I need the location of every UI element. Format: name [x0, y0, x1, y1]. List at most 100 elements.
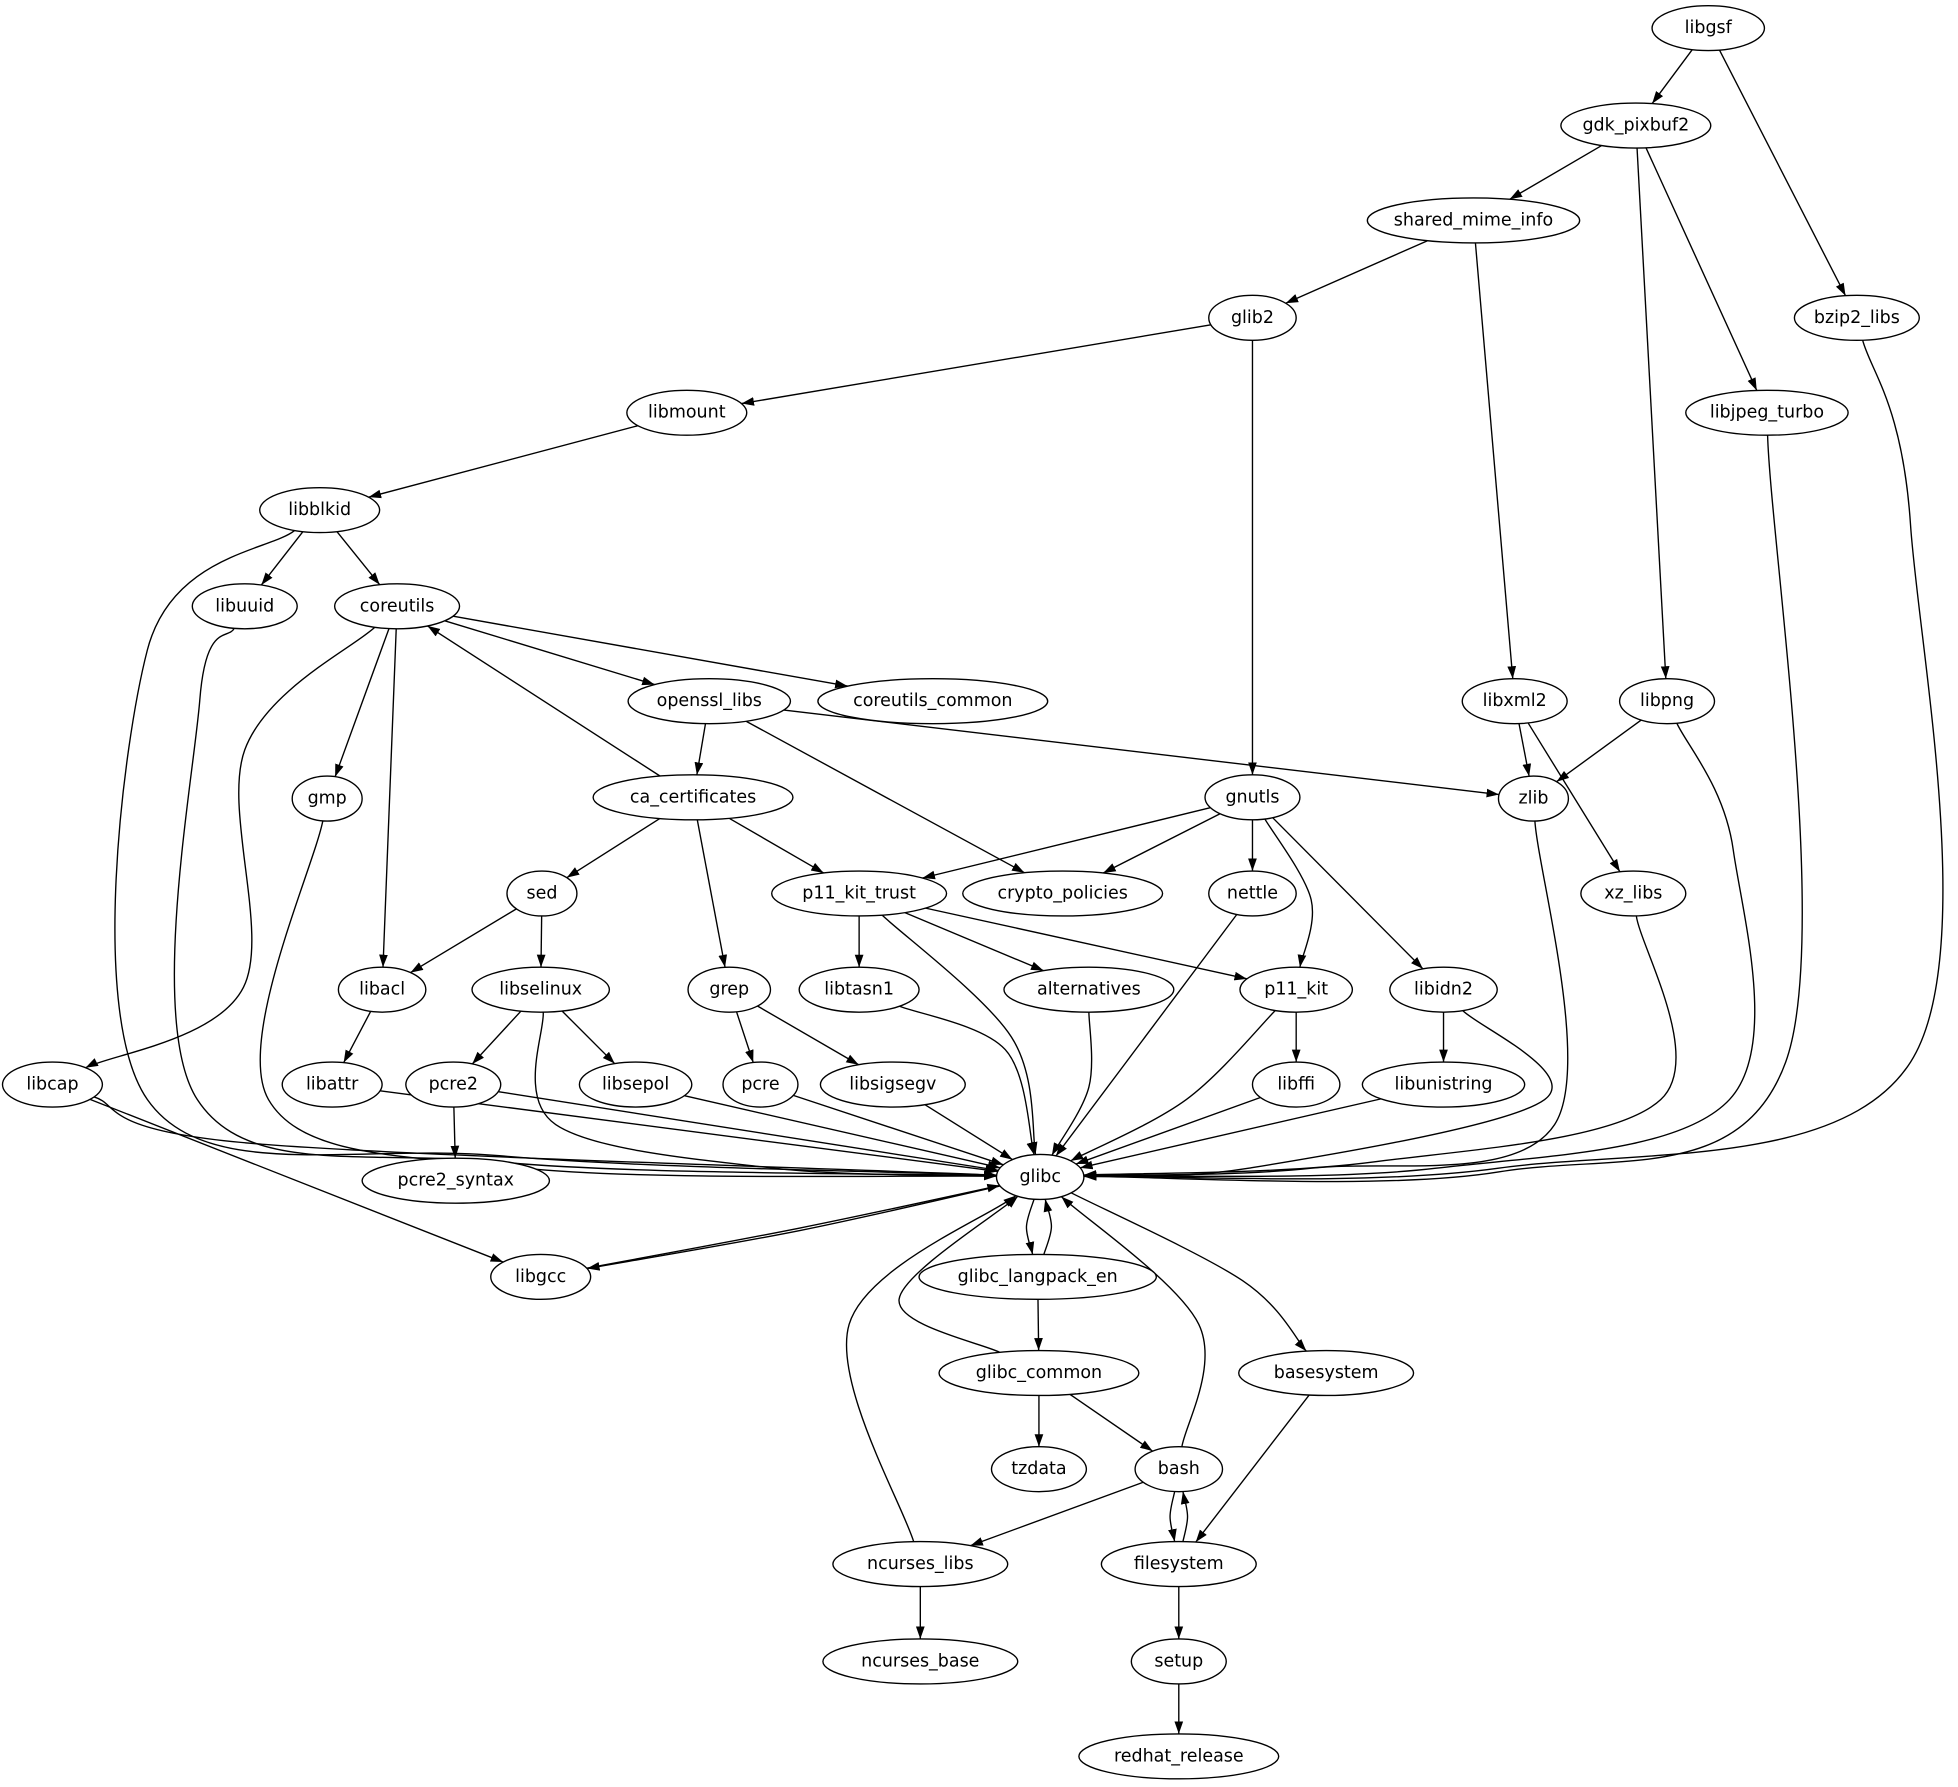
node-label: bzip2_libs: [1814, 308, 1900, 328]
edge-gmp-to-glibc: [259, 820, 997, 1181]
node-label: coreutils_common: [853, 691, 1012, 711]
node-label: xz_libs: [1604, 884, 1662, 904]
node-p11_kit_trust: p11_kit_trust: [771, 870, 948, 917]
node-ellipse: [627, 678, 792, 725]
edge-gnutls-to-p11_kit: [1264, 818, 1314, 968]
edge-libpng-to-zlib: [1556, 719, 1642, 783]
node-ellipse: [1793, 294, 1920, 342]
node-label: libgsf: [1685, 18, 1733, 38]
node-libjpeg_turbo: libjpeg_turbo: [1685, 389, 1849, 436]
node-glibc_langpack_en: glibc_langpack_en: [918, 1253, 1158, 1301]
edge-ca_certificates-to-sed: [566, 817, 661, 879]
edge-gnutls-to-p11_kit_trust: [922, 806, 1211, 880]
edge-basesystem-to-filesystem: [1195, 1394, 1310, 1543]
edge-openssl_libs-to-zlib: [783, 709, 1500, 798]
edge-libuuid-to-glibc: [173, 627, 997, 1180]
node-glibc_common: glibc_common: [938, 1349, 1140, 1397]
node-label: tzdata: [1011, 1459, 1066, 1479]
node-label: coreutils: [360, 596, 435, 616]
node-label: pcre: [741, 1075, 779, 1095]
node-label: pcre2: [429, 1075, 478, 1095]
node-ellipse: [1251, 1061, 1341, 1108]
edge-bzip2_libs-to-glibc: [1083, 340, 1944, 1181]
edge-xz_libs-to-glibc: [1083, 915, 1677, 1179]
node-libgcc: libgcc: [490, 1253, 592, 1301]
edge-libgsf-to-bzip2_libs: [1718, 49, 1847, 297]
node-ellipse: [995, 1153, 1085, 1201]
node-label: basesystem: [1274, 1363, 1379, 1383]
node-label: alternatives: [1037, 980, 1141, 1000]
node-ellipse: [918, 1253, 1158, 1301]
node-ellipse: [1130, 1638, 1227, 1685]
edge-coreutils-to-coreutils_common: [452, 615, 848, 689]
node-libsigsegv: libsigsegv: [819, 1061, 966, 1108]
edge-coreutils-to-libacl: [379, 628, 397, 968]
edge-libsigsegv-to-glibc: [924, 1104, 1013, 1161]
node-libunistring: libunistring: [1361, 1061, 1526, 1108]
node-label: openssl_libs: [657, 691, 762, 711]
edge-glibc-to-libgcc: [586, 1185, 1001, 1271]
node-ellipse: [1003, 966, 1175, 1013]
node-label: libmount: [648, 403, 726, 423]
node-libattr: libattr: [281, 1061, 383, 1108]
node-label: redhat_release: [1114, 1746, 1244, 1766]
node-coreutils_common: coreutils_common: [817, 678, 1049, 725]
node-libmount: libmount: [626, 389, 748, 436]
node-basesystem: basesystem: [1238, 1349, 1415, 1397]
node-label: libjpeg_turbo: [1710, 403, 1824, 423]
edge-glibc-to-basesystem: [1070, 1192, 1307, 1352]
edge-gnutls-to-libidn2: [1272, 817, 1424, 970]
node-ellipse: [687, 966, 772, 1013]
edge-glibc_langpack_en-to-glibc: [1043, 1199, 1053, 1255]
node-pcre: pcre: [722, 1061, 799, 1108]
node-libsepol: libsepol: [578, 1061, 693, 1108]
node-label: glibc_langpack_en: [958, 1267, 1118, 1287]
node-ellipse: [1651, 4, 1766, 52]
node-libtasn1: libtasn1: [798, 966, 920, 1013]
node-label: libtasn1: [824, 980, 894, 1000]
edges-layer: [85, 49, 1944, 1734]
edge-alternatives-to-glibc: [1051, 1012, 1093, 1156]
node-ellipse: [1389, 966, 1498, 1013]
node-label: ca_certificates: [630, 787, 756, 807]
node-ellipse: [626, 389, 748, 436]
node-libselinux: libselinux: [471, 966, 611, 1013]
node-ellipse: [361, 1157, 551, 1204]
node-ca_certificates: ca_certificates: [592, 774, 794, 821]
edge-libxml2-to-zlib: [1518, 723, 1532, 777]
node-ellipse: [771, 870, 948, 917]
node-label: p11_kit_trust: [802, 884, 916, 904]
node-ellipse: [506, 870, 578, 917]
node-label: libsepol: [602, 1075, 669, 1095]
node-label: filesystem: [1134, 1554, 1224, 1574]
node-libacl: libacl: [337, 966, 427, 1013]
node-label: bash: [1158, 1459, 1200, 1479]
edge-gdk_pixbuf2-to-libpng: [1636, 147, 1670, 679]
node-shared_mime_info: shared_mime_info: [1366, 197, 1581, 244]
node-openssl_libs: openssl_libs: [627, 678, 792, 725]
edge-libtasn1-to-glibc: [899, 1005, 1035, 1155]
node-label: libsigsegv: [849, 1075, 936, 1095]
node-label: glibc_common: [976, 1363, 1102, 1383]
node-label: p11_kit: [1264, 980, 1328, 1000]
node-libpng: libpng: [1618, 678, 1716, 725]
edge-glib2-to-libmount: [741, 324, 1212, 406]
node-ellipse: [1078, 1733, 1280, 1780]
node-ellipse: [1239, 966, 1354, 1013]
node-ellipse: [817, 678, 1049, 725]
edge-libmount-to-libblkid: [368, 425, 639, 499]
edge-libcap-to-glibc: [93, 1096, 997, 1179]
node-ellipse: [962, 870, 1164, 917]
node-label: libattr: [306, 1075, 359, 1095]
edge-bash-to-ncurses_libs: [970, 1481, 1144, 1547]
node-label: libblkid: [288, 500, 351, 520]
node-label: gdk_pixbuf2: [1582, 116, 1689, 136]
node-ellipse: [1100, 1540, 1257, 1588]
edge-libselinux-to-glibc: [534, 1012, 997, 1180]
node-ellipse: [1208, 294, 1297, 342]
edge-libpng-to-glibc: [1083, 722, 1756, 1181]
edge-pcre2-to-pcre2_syntax: [450, 1107, 460, 1159]
edge-grep-to-libsigsegv: [757, 1005, 860, 1066]
node-libuuid: libuuid: [191, 583, 298, 630]
